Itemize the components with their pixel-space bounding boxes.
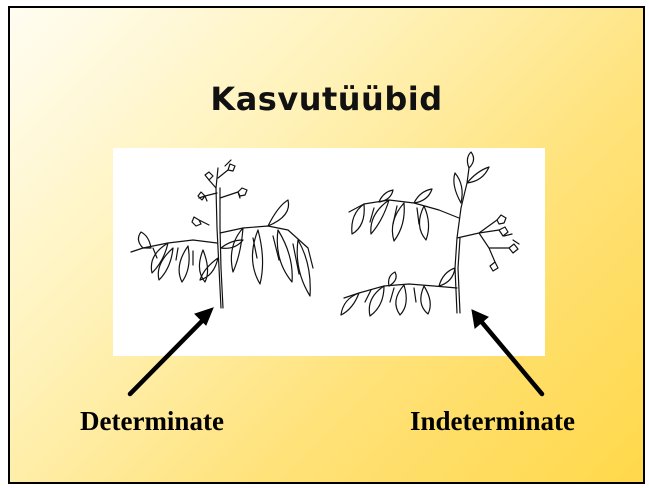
indeterminate-label: Indeterminate [410,406,575,437]
determinate-plant-icon [113,148,329,356]
slide: Kasvutüübid [8,6,645,484]
determinate-label: Determinate [80,406,224,437]
indeterminate-plant-icon [329,148,545,356]
slide-title: Kasvutüübid [10,80,643,118]
plant-illustration-panel [113,148,545,356]
